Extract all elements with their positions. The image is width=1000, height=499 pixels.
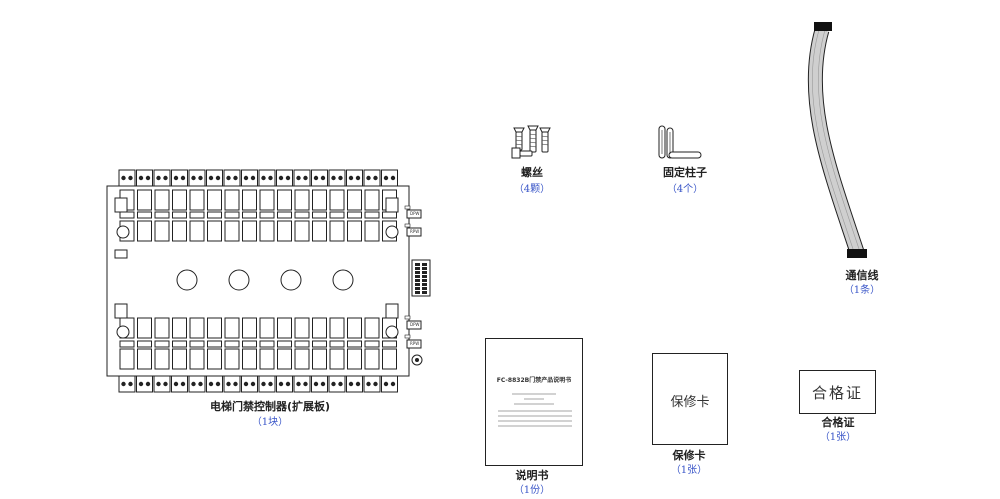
cable-label: 通信线	[845, 269, 879, 282]
manual-doc-title: FC-8832B门禁产品说明书	[496, 377, 572, 384]
controller-board-drawing	[106, 169, 431, 393]
cable-illustration	[800, 20, 880, 265]
certificate-card-text: 合格证	[811, 384, 863, 402]
screws-qty: （4颗）	[513, 184, 551, 195]
cable-qty: （1条）	[843, 285, 881, 296]
warranty-card-illustration: 保修卡	[652, 353, 728, 445]
controller-board: DPW RPW DPW RPW	[105, 168, 435, 393]
warranty-qty: （1张）	[670, 465, 708, 476]
certificate-qty: （1张）	[819, 432, 857, 443]
screws-label: 螺丝	[521, 166, 543, 179]
certificate-illustration: 合格证	[799, 370, 876, 414]
manual-label: 说明书	[515, 469, 549, 482]
screws-illustration	[508, 124, 556, 162]
chip-label-3: DPW	[410, 322, 420, 327]
chip-label-2: RPW	[410, 229, 420, 234]
board-label: 电梯门禁控制器(扩展板)	[209, 400, 331, 413]
warranty-card-text: 保修卡	[670, 395, 710, 410]
posts-qty: （4个）	[666, 184, 704, 195]
chip-label-1: DPW	[410, 211, 420, 216]
posts-label: 固定柱子	[663, 166, 707, 179]
board-qty: （1块）	[251, 417, 289, 428]
manual-illustration: FC-8832B门禁产品说明书	[485, 338, 583, 466]
warranty-label: 保修卡	[672, 449, 706, 462]
posts-illustration	[657, 124, 703, 162]
chip-label-4: RPW	[410, 341, 420, 346]
certificate-label: 合格证	[821, 416, 855, 429]
manual-qty: （1份）	[513, 485, 551, 496]
